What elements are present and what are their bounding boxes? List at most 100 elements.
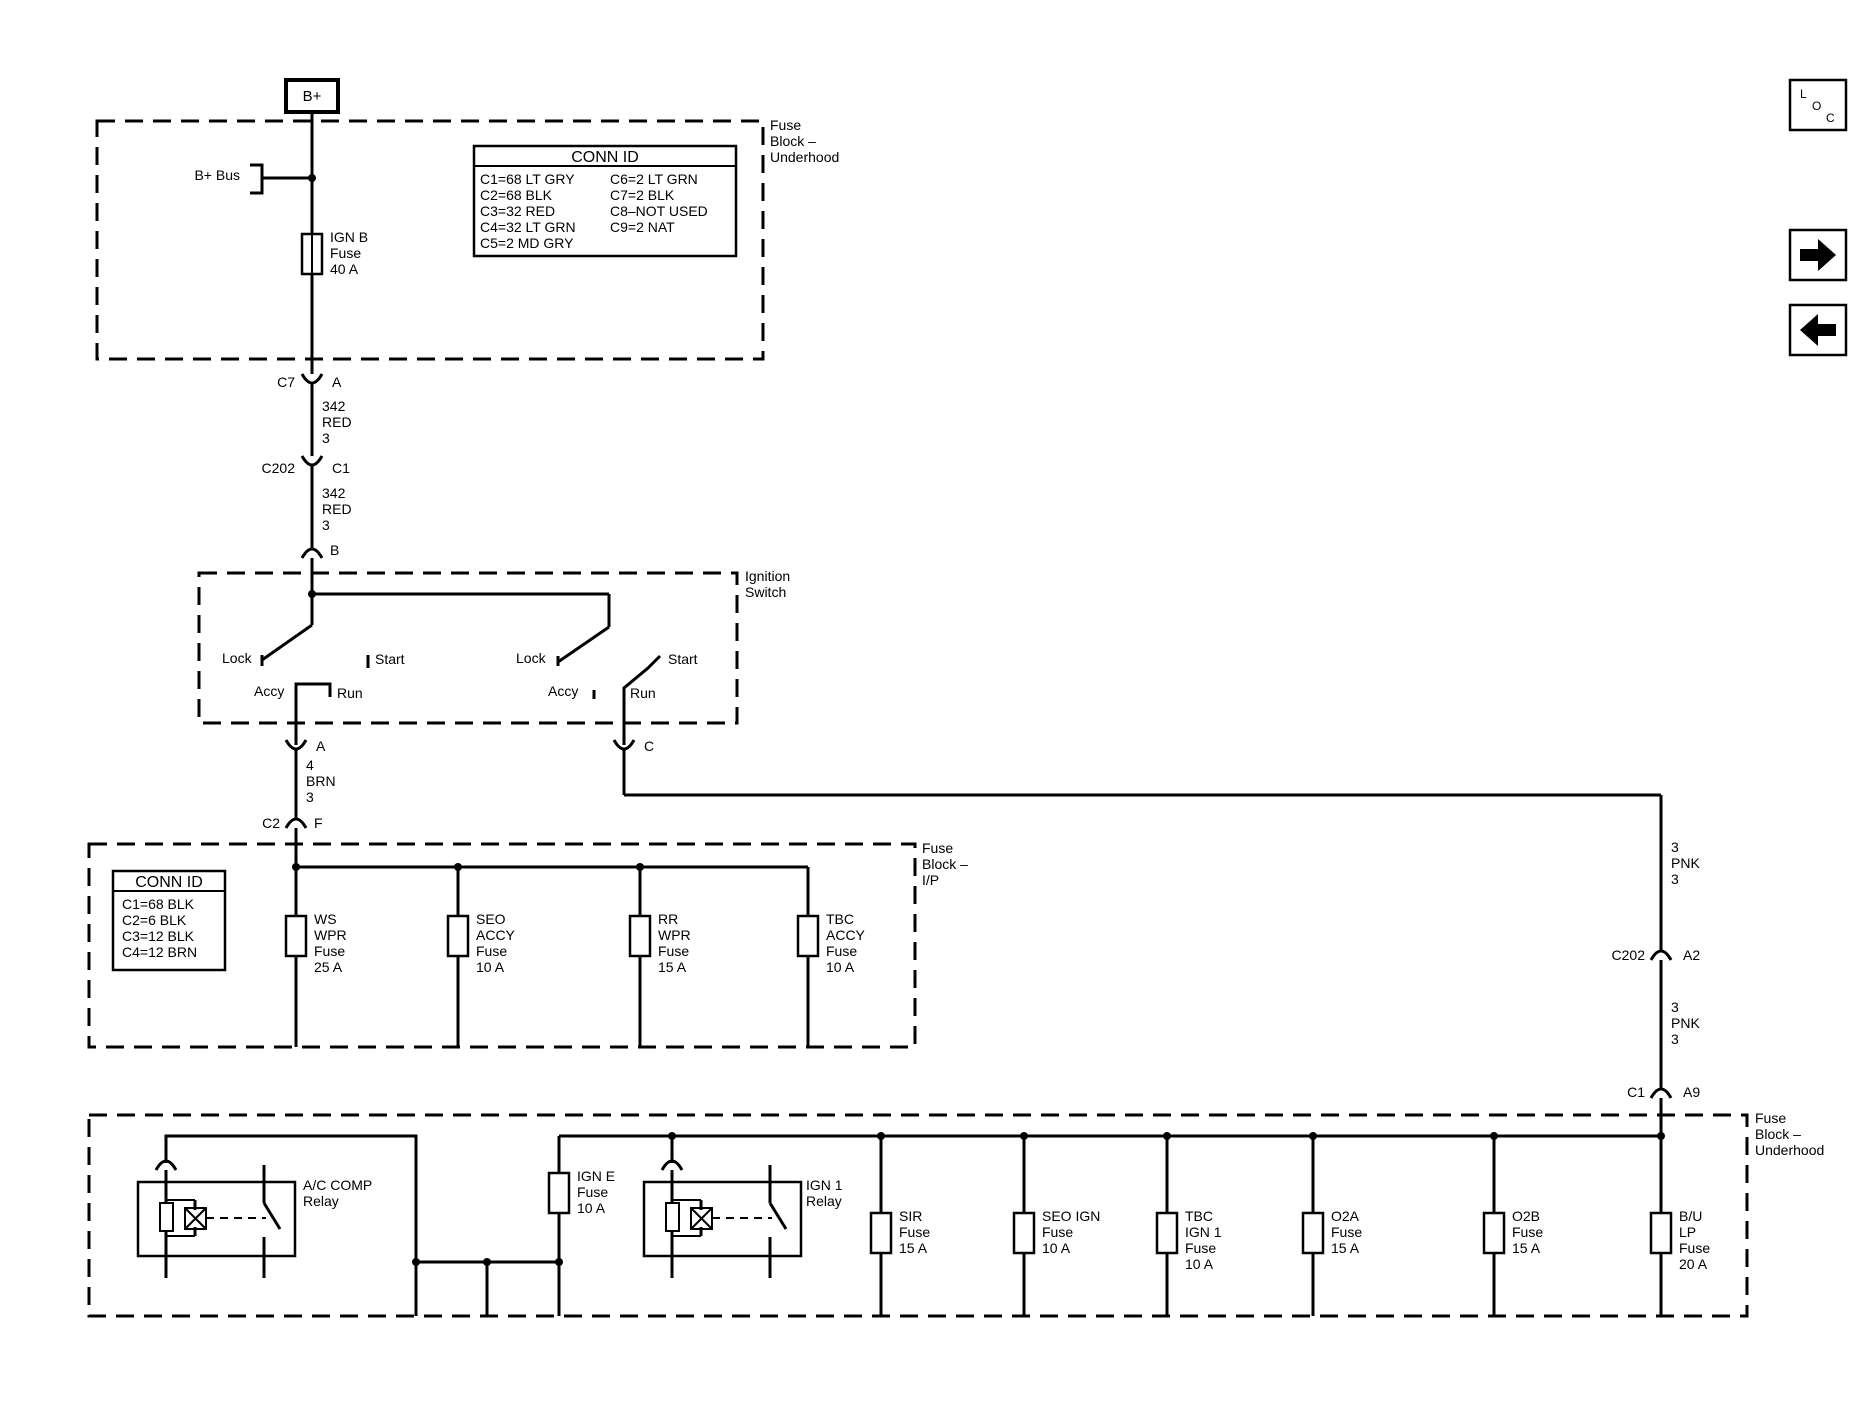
c1-pin-label: A9 xyxy=(1683,1084,1700,1100)
conn-id-top-left-row-5: C5=2 MD GRY xyxy=(480,235,574,251)
battery-source-label: B+ xyxy=(303,88,322,105)
o2b-fuse xyxy=(1482,1211,1506,1255)
bu-lp-fuse xyxy=(1649,1211,1673,1255)
conn-id-ip-row-4: C4=12 BRN xyxy=(122,944,197,960)
c202-pin-label-top: C1 xyxy=(332,460,350,476)
fuse-block-underhood-bottom xyxy=(87,1113,1749,1318)
loc-icon-c: C xyxy=(1826,111,1835,125)
switch-start-label-2: Start xyxy=(668,651,698,667)
c1-connector xyxy=(1649,1087,1673,1099)
ignition-switch-a-pin: A xyxy=(316,738,326,754)
arrow-right-icon xyxy=(1800,239,1836,271)
previous-page-button[interactable] xyxy=(1788,303,1848,357)
c202-label-top: C202 xyxy=(262,460,296,476)
seo-accy-fuse xyxy=(446,914,470,958)
loc-icon-l: L xyxy=(1800,87,1807,101)
conn-id-ip-row-2: C2=6 BLK xyxy=(122,912,187,928)
next-page-button[interactable] xyxy=(1788,228,1848,282)
fuse-block-underhood-top xyxy=(95,119,765,361)
tbc-accy-fuse xyxy=(796,914,820,958)
ignition-switch-c-connector xyxy=(612,739,636,751)
seo-ign-fuse xyxy=(1012,1211,1036,1255)
b-plus-bus-bracket xyxy=(250,163,264,195)
c202-label-right: C202 xyxy=(1612,947,1646,963)
ign-e-fuse xyxy=(547,1171,571,1215)
conn-id-top-left-row-3: C3=32 RED xyxy=(480,203,555,219)
c2-pin-label: F xyxy=(314,815,323,831)
conn-id-top-left-row-4: C4=32 LT GRN xyxy=(480,219,576,235)
conn-id-ip-row-3: C3=12 BLK xyxy=(122,928,195,944)
conn-id-top-right-row-3: C8–NOT USED xyxy=(610,203,708,219)
loc-button[interactable]: L O C xyxy=(1788,78,1848,132)
switch-accy-label-2: Accy xyxy=(548,683,578,699)
switch-run-label-1: Run xyxy=(337,685,363,701)
loc-icon-o: O xyxy=(1812,99,1821,113)
rr-wpr-fuse xyxy=(628,914,652,958)
ws-wpr-fuse xyxy=(284,914,308,958)
switch-contact-2 xyxy=(557,625,610,664)
conn-id-title-ip: CONN ID xyxy=(135,874,203,891)
c2-connector xyxy=(284,817,308,829)
c7-pin-label: A xyxy=(332,374,342,390)
b-plus-bus-label: B+ Bus xyxy=(194,167,240,183)
c1-label: C1 xyxy=(1627,1084,1645,1100)
c7-connector xyxy=(300,373,324,385)
c202-connector-top xyxy=(300,455,324,467)
switch-run-label-2: Run xyxy=(630,685,656,701)
conn-id-top-left-row-2: C2=68 BLK xyxy=(480,187,553,203)
o2a-fuse xyxy=(1301,1211,1325,1255)
ignition-switch-b-connector xyxy=(300,547,324,559)
switch-start-label-1: Start xyxy=(375,651,405,667)
run-contact-1 xyxy=(294,682,332,697)
arrow-left-icon xyxy=(1800,314,1836,346)
sir-fuse xyxy=(869,1211,893,1255)
ignition-switch-box xyxy=(197,571,739,725)
fuse-block-ip xyxy=(87,842,917,1049)
switch-contact-1 xyxy=(261,623,313,662)
ignition-switch-a-connector xyxy=(284,739,308,751)
c202-connector-right xyxy=(1649,949,1673,961)
c2-label: C2 xyxy=(262,815,280,831)
c202-pin-label-right: A2 xyxy=(1683,947,1700,963)
conn-id-top-right-row-4: C9=2 NAT xyxy=(610,219,675,235)
switch-lock-label-1: Lock xyxy=(222,650,253,666)
switch-accy-label-1: Accy xyxy=(254,683,284,699)
conn-id-title-top: CONN ID xyxy=(571,149,639,166)
switch-lock-label-2: Lock xyxy=(516,650,547,666)
